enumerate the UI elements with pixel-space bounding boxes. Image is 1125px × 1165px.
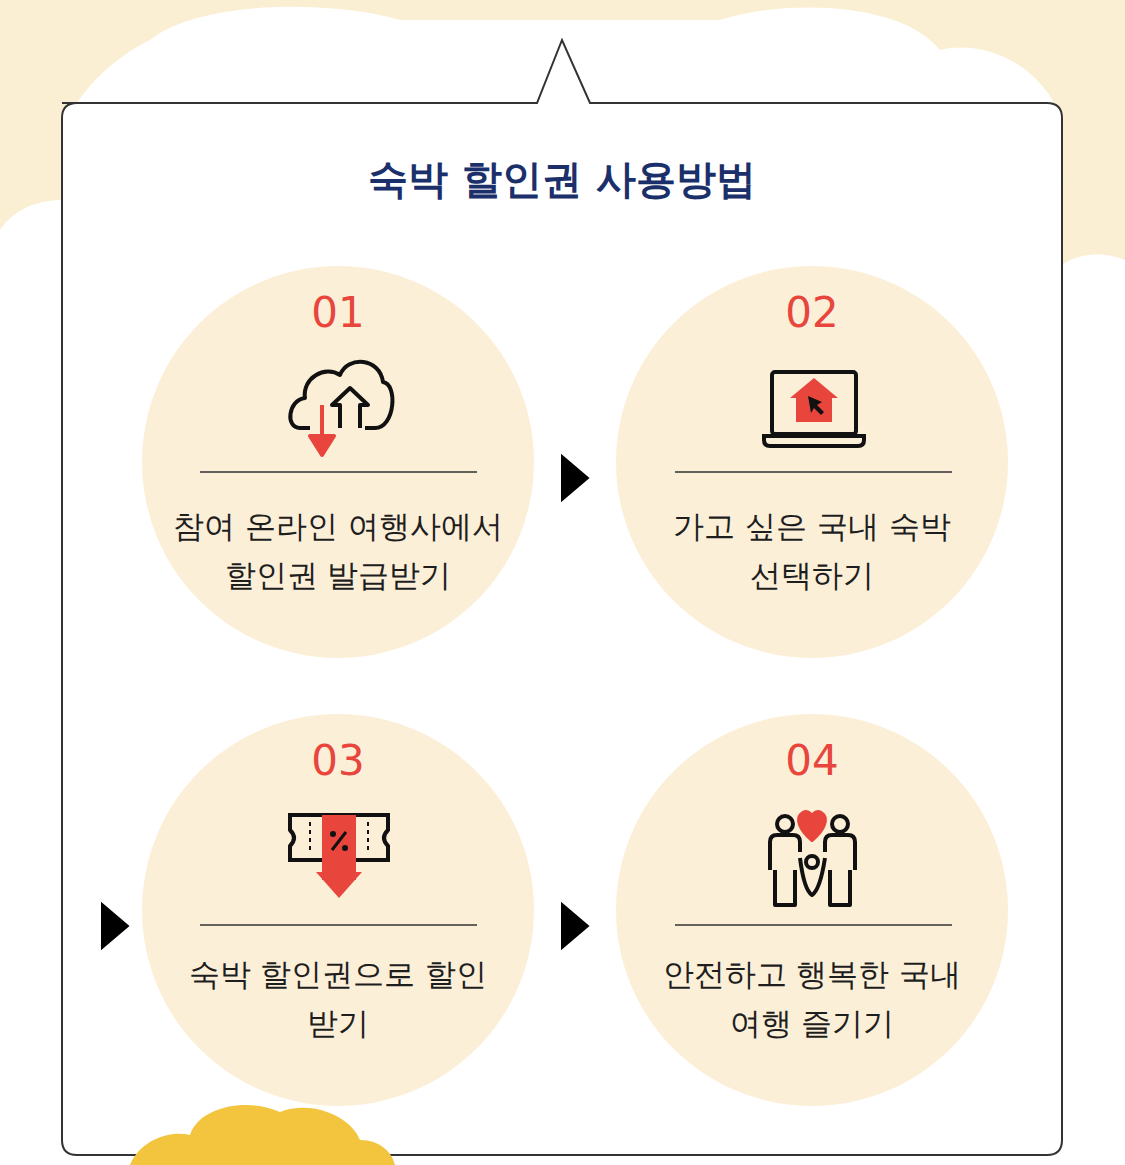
diagram-title: 숙박 할인권 사용방법 bbox=[62, 152, 1062, 207]
step-circle: 04 안전하고 행복한 국내 여행 즐기기 bbox=[616, 714, 1008, 1106]
step-arrow bbox=[562, 904, 588, 948]
cloud-download-icon bbox=[290, 362, 392, 455]
step-number: 01 bbox=[142, 288, 534, 337]
family-icon bbox=[770, 812, 855, 905]
step-number: 04 bbox=[616, 736, 1008, 785]
step-text: 안전하고 행복한 국내 여행 즐기기 bbox=[652, 950, 972, 1048]
step-text: 참여 온라인 여행사에서 할인권 발급받기 bbox=[158, 502, 518, 600]
laptop-icon bbox=[764, 372, 864, 446]
coupon-icon bbox=[290, 815, 388, 898]
arrow-head bbox=[562, 904, 588, 948]
step-text: 가고 싶은 국내 숙박 선택하기 bbox=[667, 502, 957, 600]
arrow-head bbox=[102, 904, 128, 948]
divider-lines bbox=[200, 472, 952, 925]
step-arrow bbox=[102, 904, 128, 948]
step-circle: 01 참여 온라인 여행사에서 할인권 발급받기 bbox=[142, 266, 534, 658]
step-circle: 03 숙박 할인권으로 할인받기 bbox=[142, 714, 534, 1106]
step-number: 02 bbox=[616, 288, 1008, 337]
step-number: 03 bbox=[142, 736, 534, 785]
arrow-head bbox=[562, 456, 588, 500]
step-arrow bbox=[562, 456, 588, 500]
step-text: 숙박 할인권으로 할인받기 bbox=[188, 950, 488, 1048]
step-circle: 02 가고 싶은 국내 숙박 선택하기 bbox=[616, 266, 1008, 658]
